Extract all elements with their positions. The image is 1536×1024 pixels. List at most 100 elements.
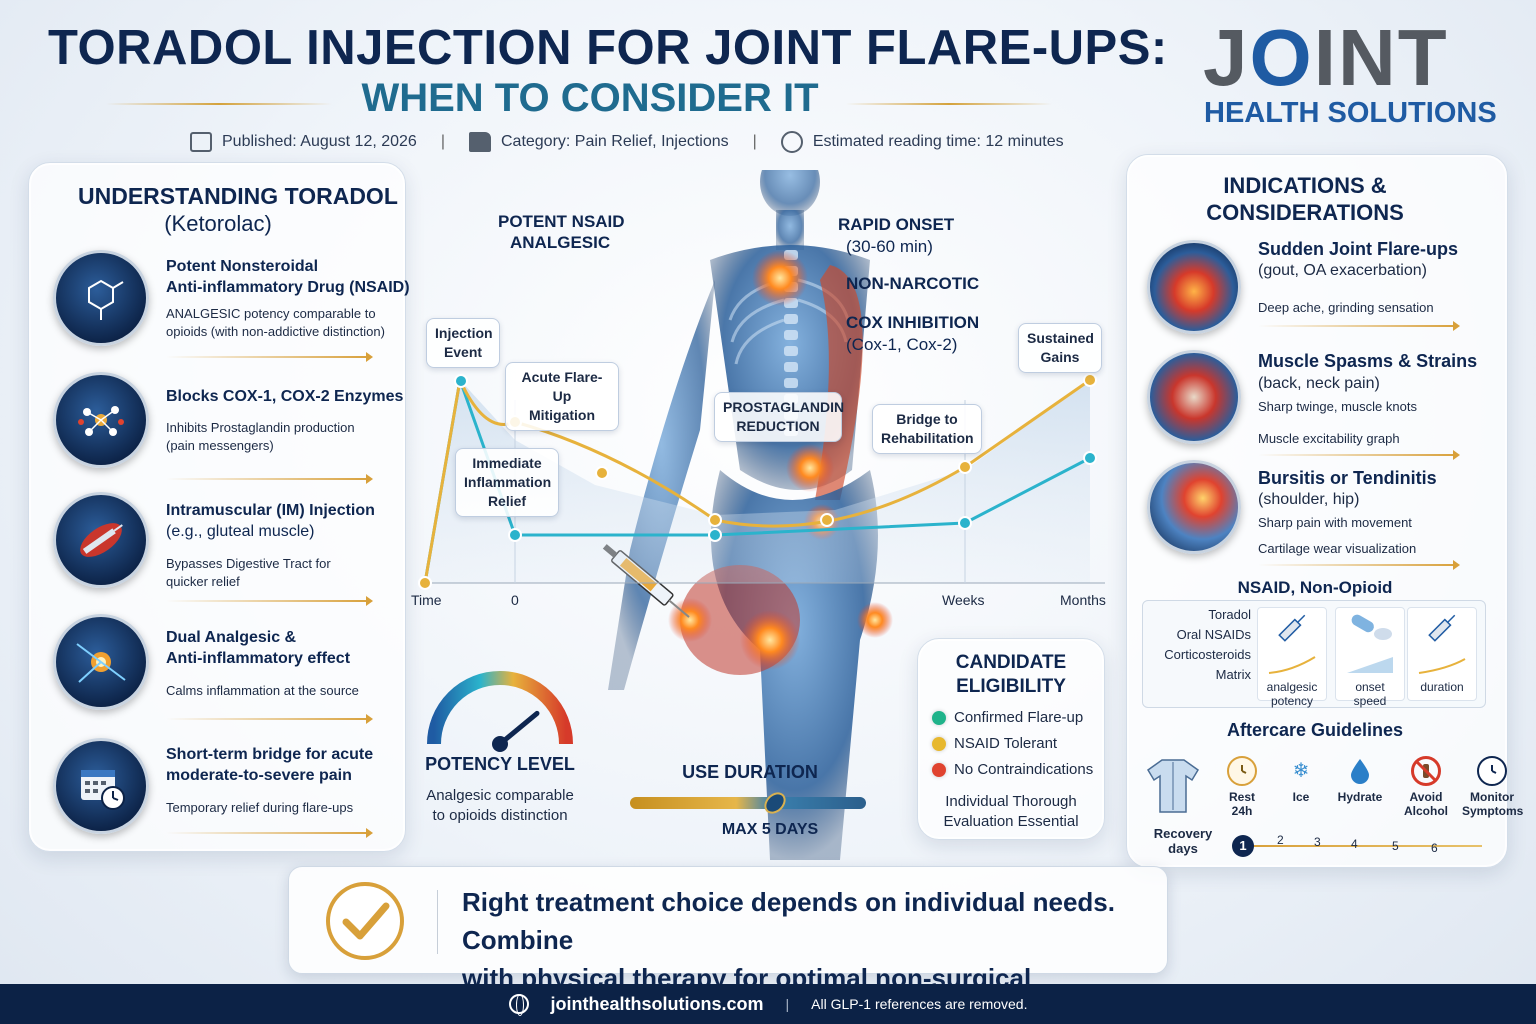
indication-subtitle: (gout, OA exacerbation) <box>1258 262 1427 279</box>
label-onset-time: (30-60 min) <box>846 237 933 256</box>
recovery-day: 2 <box>1277 833 1284 847</box>
arrow-line <box>166 828 373 838</box>
callout-injection-event: Injection Event <box>426 318 500 368</box>
nerve-icon <box>53 614 149 710</box>
indication-note: Muscle excitability graph <box>1258 431 1400 446</box>
callout-sustained-gains: Sustained Gains <box>1018 323 1102 373</box>
shoulder-joint-icon <box>1147 460 1241 554</box>
banner-divider <box>437 890 438 954</box>
matrix-cell-onset: onset speed <box>1335 607 1405 708</box>
recovery-day: 6 <box>1431 841 1438 855</box>
item-heading: Intramuscular (IM) Injection (e.g., glut… <box>166 502 375 540</box>
aftercare-rest: Rest 24h <box>1212 756 1272 818</box>
candidate-note: Individual Thorough Evaluation Essential <box>943 793 1079 830</box>
label-cox-inhibition: COX INHIBITION <box>846 313 980 332</box>
item-heading: Blocks COX-1, COX-2 Enzymes <box>166 388 404 405</box>
candidate-title: CANDIDATE ELIGIBILITY <box>955 652 1067 697</box>
callout-prostaglandin-reduction: PROSTAGLANDIN REDUCTION <box>714 392 844 442</box>
aftercare-hydrate: Hydrate <box>1330 756 1390 818</box>
axis-label-months: Months <box>1060 592 1106 608</box>
meta-separator: | <box>752 133 757 150</box>
syringe-icon <box>1428 614 1456 642</box>
matrix-cell-duration: duration <box>1407 607 1477 701</box>
potency-title: POTENCY LEVEL <box>425 754 575 774</box>
axis-label-time: Time <box>411 592 442 608</box>
item-description: Temporary relief during flare-ups <box>166 800 354 815</box>
clock-icon <box>1477 756 1507 786</box>
arrow-line <box>166 596 373 606</box>
logo-joint-o: O <box>1249 13 1314 102</box>
indication-heading: Bursitis or Tendinitis <box>1258 468 1437 488</box>
enzyme-icon <box>53 372 149 468</box>
callout-immediate-relief: Immediate Inflammation Relief <box>455 448 559 517</box>
title-divider-left <box>106 103 332 105</box>
callout-bridge-rehabilitation: Bridge to Rehabilitation <box>872 404 982 454</box>
indication-heading: Muscle Spasms & Strains <box>1258 351 1478 371</box>
no-alcohol-icon <box>1411 756 1441 786</box>
item-heading: Potent Nonsteroidal Anti-inflammatory Dr… <box>166 258 410 296</box>
snowflake-icon: ❄ <box>1292 760 1310 782</box>
summary-banner <box>288 866 1168 974</box>
item-description: Bypasses Digestive Tract for quicker rel… <box>166 556 331 589</box>
reading-time: Estimated reading time: 12 minutes <box>812 133 1064 150</box>
footer-site-link[interactable]: jointhealthsolutions.com <box>550 993 764 1014</box>
recovery-day: 4 <box>1351 837 1358 851</box>
indication-note: Sharp twinge, muscle knots <box>1258 399 1417 414</box>
status-dot-yellow <box>932 736 946 751</box>
item-description: Calms inflammation at the source <box>166 683 359 698</box>
meta-separator: | <box>440 133 445 150</box>
matrix-cell-potency: analgesic potency <box>1257 607 1327 708</box>
axis-label-zero: 0 <box>511 592 519 608</box>
label-cox-detail: (Cox-1, Cox-2) <box>846 335 958 354</box>
recovery-days-label: Recovery days <box>1153 826 1213 856</box>
checkmark-icon <box>326 882 404 960</box>
item-heading: Dual Analgesic & Anti-inflammatory effec… <box>166 629 351 667</box>
droplet-icon <box>1345 756 1375 786</box>
page-title-line1: TORADOL INJECTION FOR JOINT FLARE-UPS: <box>48 21 1168 75</box>
indication-note: Sharp pain with movement <box>1258 515 1412 530</box>
footer-note: All GLP-1 references are removed. <box>811 996 1028 1012</box>
use-duration-bar <box>630 797 866 809</box>
label-rapid-onset: RAPID ONSET <box>838 215 955 234</box>
calendar-clock-icon <box>53 738 149 834</box>
arrow-line <box>166 474 373 484</box>
recovery-day: 3 <box>1314 835 1321 849</box>
understanding-title: UNDERSTANDING TORADOL <box>78 183 398 209</box>
aftercare-avoid-alcohol: Avoid Alcohol <box>1396 756 1456 818</box>
axis-label-weeks: Weeks <box>942 592 985 608</box>
use-duration-title: USE DURATION <box>682 762 818 782</box>
logo-letter: J <box>1203 13 1250 102</box>
aftercare-ice: ❄ Ice <box>1278 756 1324 818</box>
potency-gauge <box>427 671 573 752</box>
use-duration-max: MAX 5 DAYS <box>721 821 819 838</box>
indications-title: INDICATIONS & CONSIDERATIONS <box>1206 173 1404 225</box>
brand-tagline: HEALTH SOLUTIONS <box>1204 97 1497 129</box>
page-title-line2: WHEN TO CONSIDER IT <box>361 76 819 120</box>
status-dot-green <box>932 710 946 725</box>
molecule-icon <box>53 250 149 346</box>
back-muscle-icon <box>1147 350 1241 444</box>
candidate-item: No Contraindications <box>932 761 1104 778</box>
logo-letters: INT <box>1313 13 1449 102</box>
folder-icon <box>468 132 491 152</box>
potency-description: Analgesic comparable to opioids distinct… <box>426 787 574 824</box>
arrow-line <box>1258 321 1460 331</box>
calendar-icon <box>190 132 212 152</box>
brand-logo[interactable]: JOINT <box>1203 12 1449 104</box>
aftercare-title: Aftercare Guidelines <box>1226 720 1404 740</box>
comparison-matrix: Toradol Oral NSAIDs Corticosteroids Matr… <box>1142 600 1486 708</box>
arrow-line <box>1258 450 1460 460</box>
status-dot-red <box>932 762 946 777</box>
recovery-day: 5 <box>1392 839 1399 853</box>
matrix-row-labels: Toradol Oral NSAIDs Corticosteroids Matr… <box>1164 607 1251 682</box>
indication-subtitle: (back, neck pain) <box>1258 375 1380 392</box>
label-non-narcotic: NON-NARCOTIC <box>846 274 980 293</box>
clock-icon <box>1227 756 1257 786</box>
label-potent-nsaid: POTENT NSAID ANALGESIC <box>498 212 625 252</box>
indication-heading: Sudden Joint Flare-ups <box>1258 239 1459 259</box>
recovery-track <box>1242 845 1482 847</box>
category-link[interactable]: Category: Pain Relief, Injections <box>500 133 729 150</box>
published-date: Published: August 12, 2026 <box>222 133 417 150</box>
syringe-icon <box>1278 614 1306 642</box>
clock-icon <box>780 131 803 153</box>
